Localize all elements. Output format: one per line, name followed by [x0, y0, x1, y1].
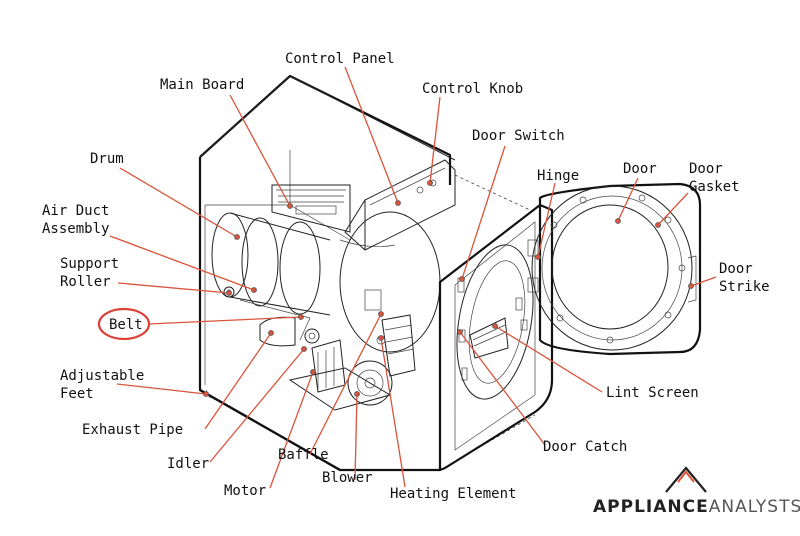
label-door-strike-line1: Door: [719, 261, 753, 277]
label-door-strike-line2: Strike: [719, 279, 770, 295]
mountain-logo-icon: [665, 466, 707, 493]
part-labels: Control Panel Main Board Control Knob Dr…: [42, 51, 770, 502]
label-air-duct-line1: Air Duct: [42, 203, 109, 219]
brand-logo: APPLIANCEANALYSTS: [593, 466, 800, 517]
label-belt: Belt: [109, 317, 143, 333]
brand-name: APPLIANCEANALYSTS: [593, 497, 800, 517]
label-exhaust-pipe: Exhaust Pipe: [82, 422, 183, 438]
label-heating-element: Heating Element: [390, 486, 516, 502]
label-door: Door: [623, 161, 657, 177]
label-door-catch: Door Catch: [543, 439, 627, 455]
leader-lines: [109, 66, 717, 489]
label-motor: Motor: [224, 483, 266, 499]
label-drum: Drum: [90, 151, 124, 167]
belt-highlight-ring: [97, 307, 151, 341]
brand-name-part1: APPLIANCE: [593, 497, 709, 517]
dryer-cabinet: [198, 74, 536, 472]
front-panel: [438, 203, 554, 472]
door: [531, 182, 702, 356]
label-support-roller-line1: Support: [60, 256, 119, 272]
label-control-panel: Control Panel: [285, 51, 395, 67]
label-main-board: Main Board: [160, 77, 244, 93]
label-door-switch: Door Switch: [472, 128, 565, 144]
label-adjustable-feet-line2: Feet: [60, 386, 94, 402]
brand-name-part2: ANALYSTS: [709, 497, 800, 517]
label-air-duct-line2: Assembly: [42, 221, 109, 237]
label-door-gasket-line2: Gasket: [689, 179, 740, 195]
label-idler: Idler: [167, 456, 209, 472]
label-adjustable-feet-line1: Adjustable: [60, 368, 144, 384]
label-lint-screen: Lint Screen: [606, 385, 699, 401]
label-door-gasket-line1: Door: [689, 161, 723, 177]
label-support-roller-line2: Roller: [60, 274, 111, 290]
label-hinge: Hinge: [537, 168, 579, 184]
label-control-knob: Control Knob: [422, 81, 523, 97]
label-baffle: Baffle: [278, 447, 329, 463]
label-blower: Blower: [322, 470, 373, 486]
leader-dots: [203, 180, 694, 397]
